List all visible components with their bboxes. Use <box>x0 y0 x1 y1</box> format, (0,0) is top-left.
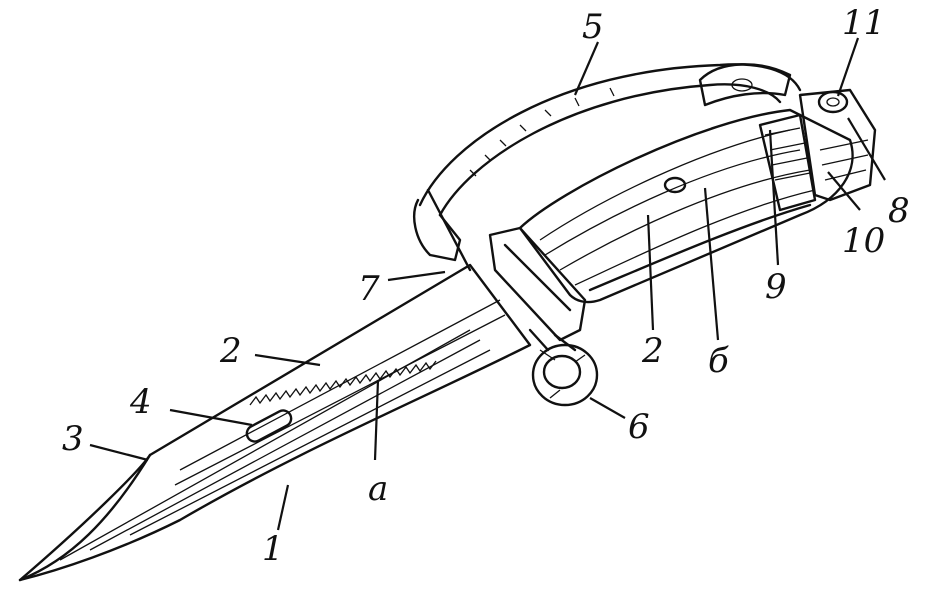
label-11: 11 <box>842 3 885 43</box>
label-10: 10 <box>842 221 885 261</box>
callout-labels: 1 2 3 4 5 6 7 8 9 10 11 а 2 б <box>62 3 910 569</box>
label-1: 1 <box>262 529 284 569</box>
strap-screw <box>817 90 849 114</box>
handle <box>518 88 877 304</box>
label-7: 7 <box>358 269 380 309</box>
label-3: 3 <box>62 419 84 459</box>
label-b: б <box>708 341 729 381</box>
label-4: 4 <box>129 382 152 422</box>
guard-ring <box>531 343 599 407</box>
strap <box>413 63 802 272</box>
label-8: 8 <box>888 191 910 231</box>
label-6: 6 <box>628 407 650 447</box>
label-a: а <box>368 469 388 509</box>
label-5: 5 <box>582 7 604 47</box>
guard <box>488 226 599 407</box>
label-9: 9 <box>765 267 787 307</box>
blade-slot <box>245 409 293 443</box>
label-2: 2 <box>219 331 242 371</box>
label-2-grip: 2 <box>641 331 664 371</box>
leader-lines <box>89 37 886 531</box>
